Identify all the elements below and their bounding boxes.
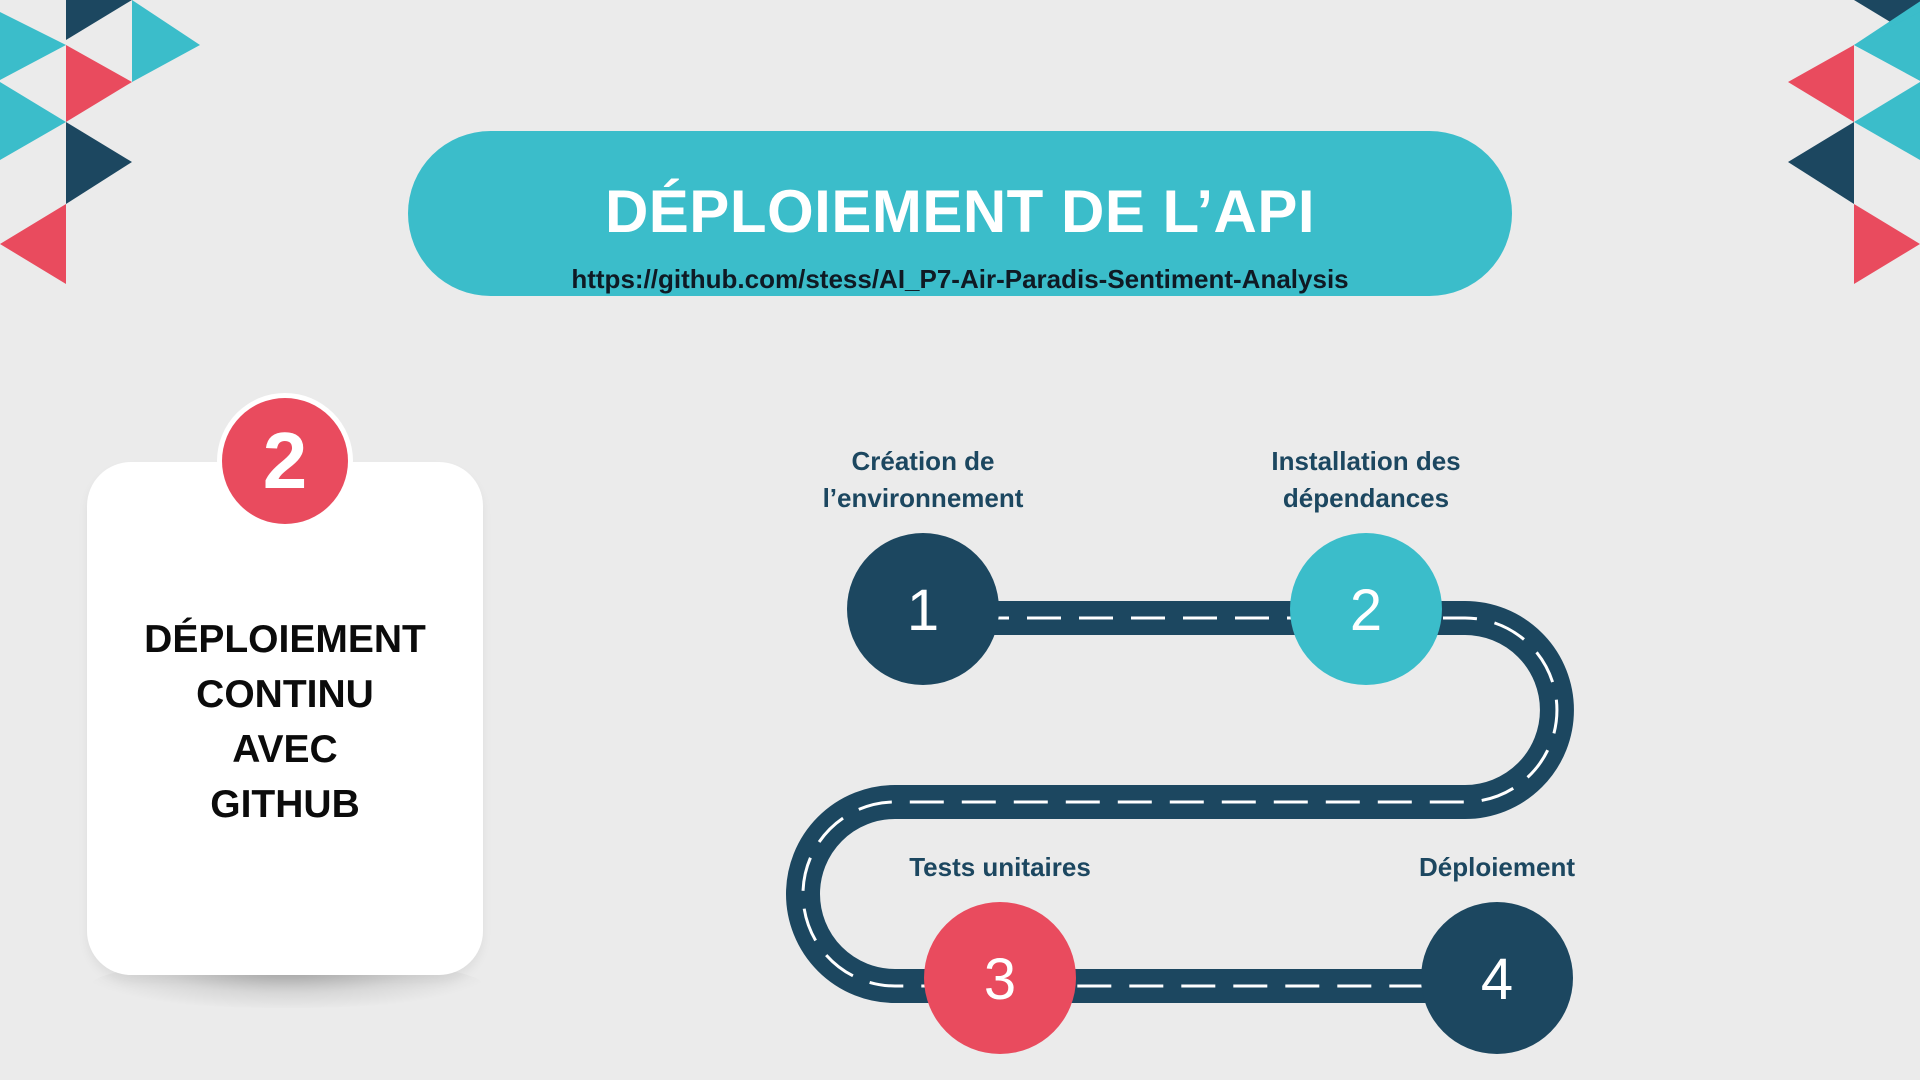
section-number-badge: 2: [222, 398, 348, 524]
card-line: AVEC: [232, 728, 338, 771]
step-3: 3: [924, 902, 1076, 1054]
step-1-label-line: Création de: [851, 446, 995, 476]
step-4-label-line: Déploiement: [1418, 852, 1576, 882]
github-repo-link[interactable]: https://github.com/stess/AI_P7-Air-Parad…: [571, 264, 1349, 294]
step-2-circle: [1290, 533, 1442, 685]
step-3-label: Tests unitaires: [850, 849, 1150, 886]
step-2: 2: [1290, 533, 1442, 685]
step-1-label: Création de l’environnement: [773, 443, 1073, 517]
title-banner: DÉPLOIEMENT DE L’API https://github.com/…: [408, 131, 1512, 296]
section-card: [87, 462, 483, 975]
step-1-number: 1: [907, 578, 939, 643]
section-card-text: DÉPLOIEMENT CONTINU AVEC GITHUB: [87, 612, 483, 832]
triangle-pattern-left: [0, 0, 200, 284]
step-1: 1: [847, 533, 999, 685]
step-2-label: Installation des dépendances: [1216, 443, 1516, 517]
step-4-circle: [1421, 902, 1573, 1054]
step-2-number: 2: [1350, 578, 1382, 643]
step-1-circle: [847, 533, 999, 685]
card-line: DÉPLOIEMENT: [144, 618, 426, 661]
step-4-number: 4: [1481, 947, 1513, 1012]
page-title: DÉPLOIEMENT DE L’API: [604, 178, 1316, 245]
card-line: GITHUB: [210, 783, 360, 826]
triangle-pattern-right: [1788, 0, 1920, 284]
step-4-label: Déploiement: [1347, 849, 1647, 886]
card-line: CONTINU: [196, 673, 374, 716]
step-3-label-line: Tests unitaires: [909, 852, 1091, 882]
step-3-number: 3: [984, 947, 1016, 1012]
step-3-circle: [924, 902, 1076, 1054]
road-dashes: [801, 616, 1559, 988]
step-4: 4: [1421, 902, 1573, 1054]
step-2-label-line: dépendances: [1282, 483, 1450, 513]
step-2-label-line: Installation des: [1271, 446, 1461, 476]
step-1-label-line: l’environnement: [822, 483, 1024, 513]
